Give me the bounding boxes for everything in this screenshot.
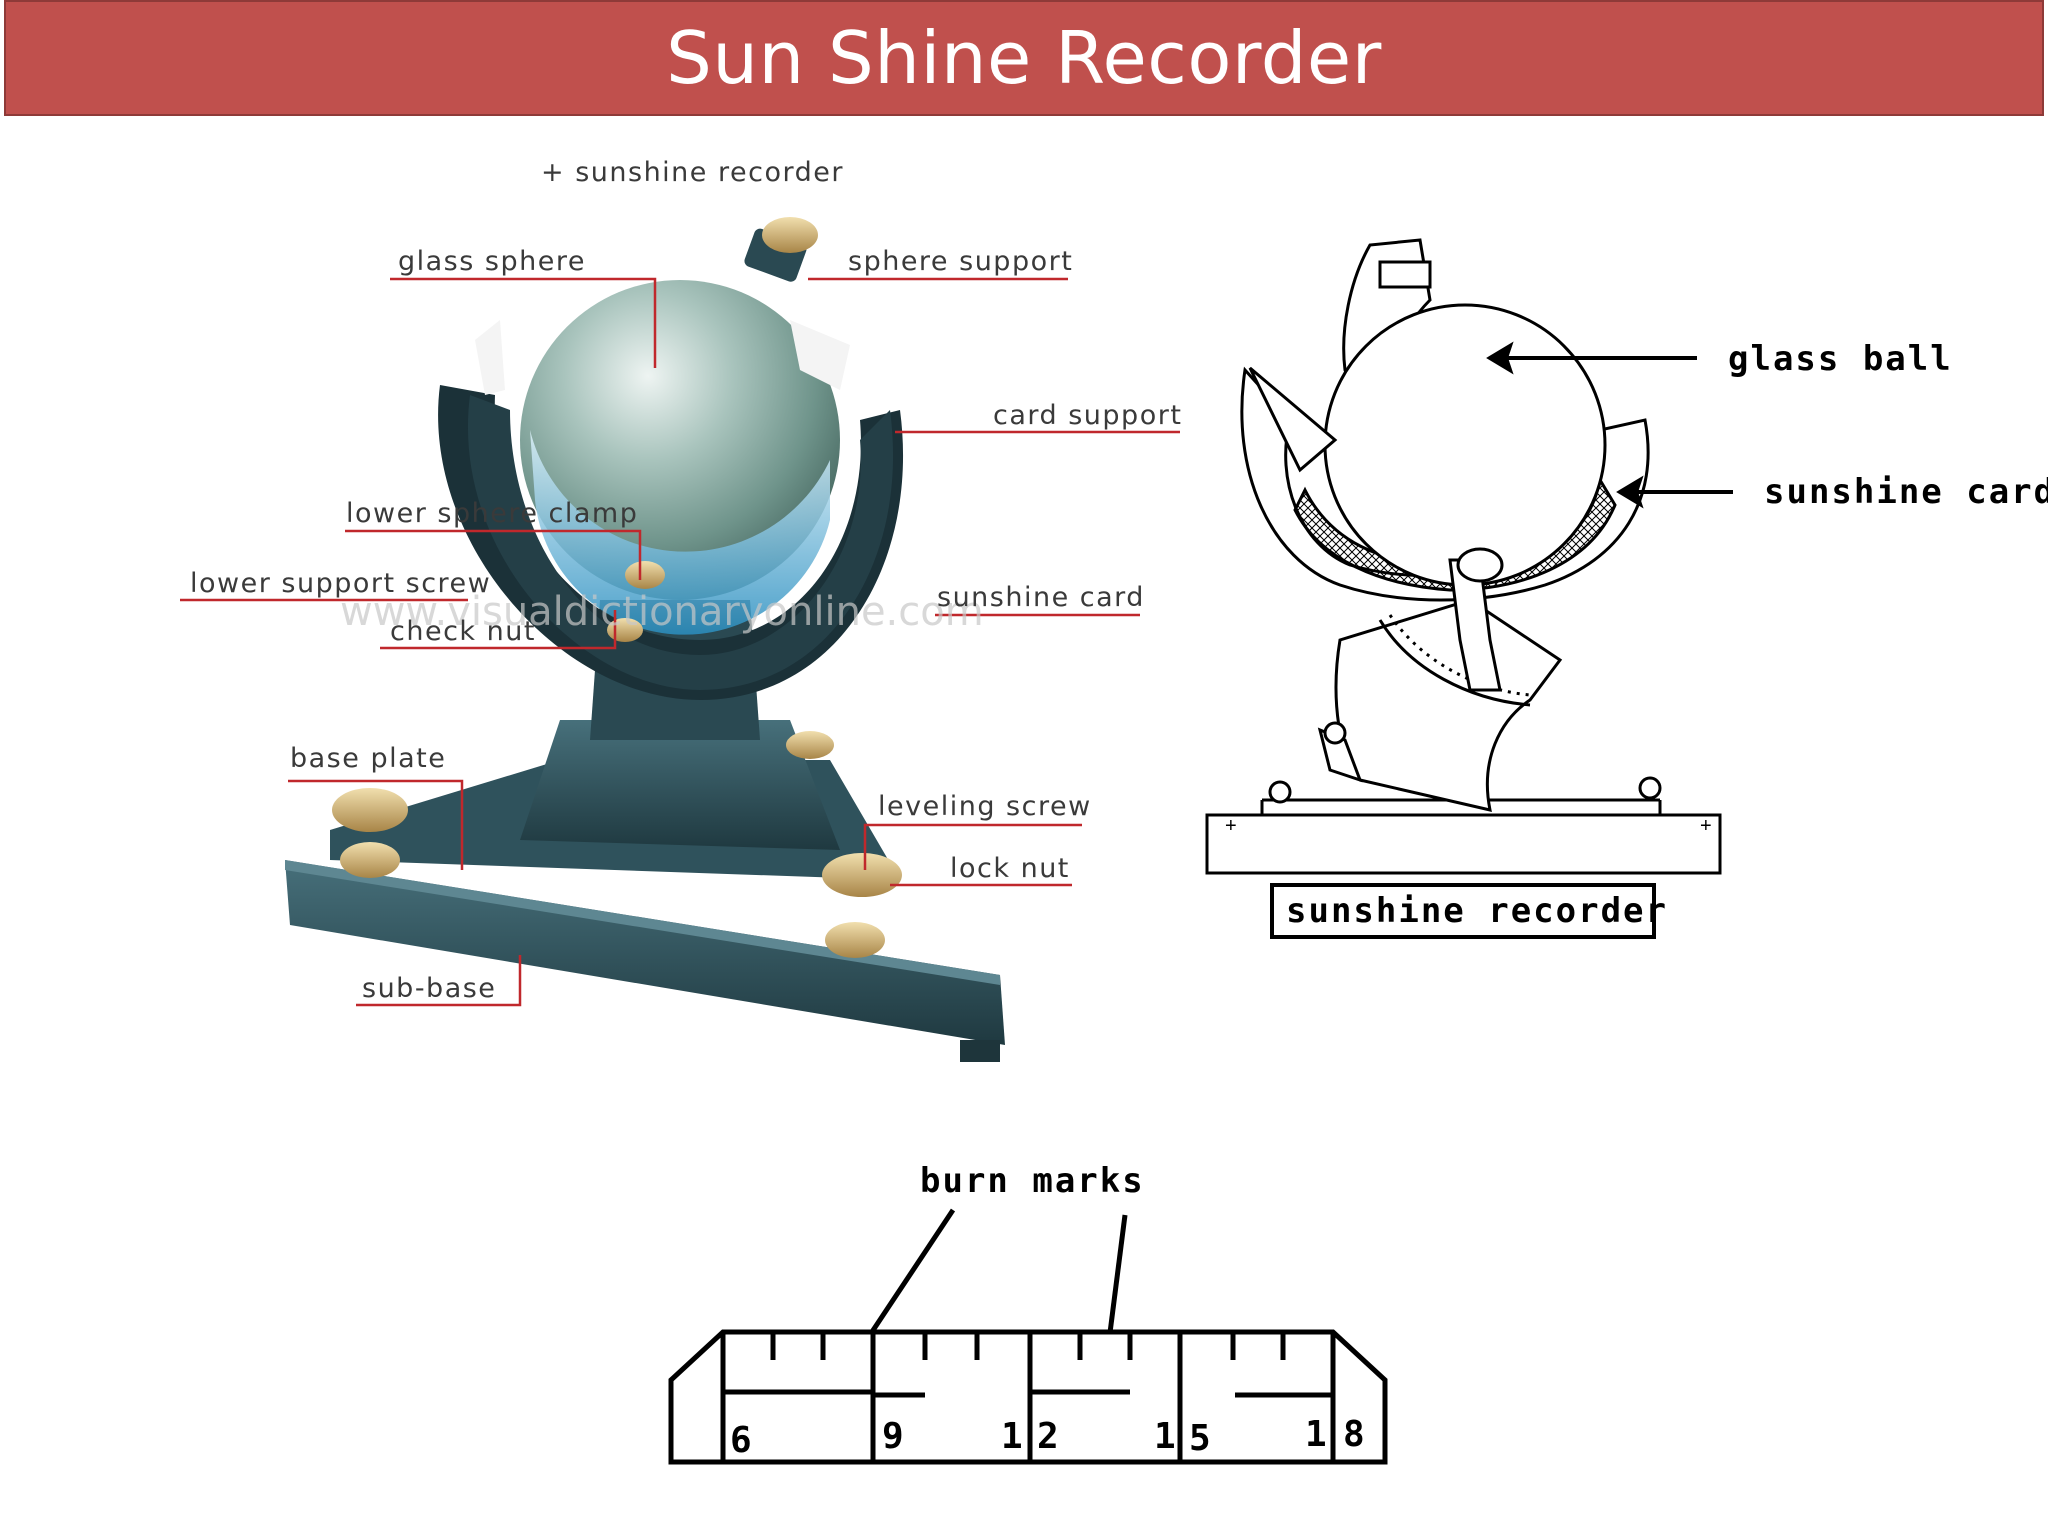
label-lower-sphere-clamp: lower sphere clamp bbox=[346, 498, 638, 529]
hour-number: 1 bbox=[1305, 1414, 1327, 1455]
label-burn-marks: burn marks bbox=[920, 1161, 1145, 1201]
slide-title: Sun Shine Recorder bbox=[666, 16, 1382, 100]
label-lower-support-screw: lower support screw bbox=[190, 568, 491, 599]
hour-number: 8 bbox=[1343, 1414, 1365, 1455]
label-card-support: card support bbox=[993, 400, 1182, 431]
svg-text:+: + bbox=[1700, 815, 1712, 837]
label-sub-base: sub-base bbox=[362, 973, 496, 1004]
label-glass-sphere: glass sphere bbox=[398, 246, 586, 277]
line-drawing-arrows bbox=[1486, 341, 1733, 509]
glass-sphere-render bbox=[520, 280, 840, 600]
label-sunshine-recorder-caption: sunshine recorder bbox=[1286, 891, 1668, 931]
watermark: www.visualdictionaryonline.com bbox=[340, 589, 984, 635]
line-drawing-recorder: + + bbox=[1205, 238, 1722, 875]
sunshine-card-strip bbox=[668, 1329, 1388, 1465]
hour-number: 6 bbox=[730, 1420, 752, 1461]
leader-lines-3d bbox=[180, 277, 1180, 1007]
hour-number: 2 bbox=[1037, 1416, 1059, 1457]
hour-number: 9 bbox=[882, 1416, 904, 1457]
rendered-recorder-illustration bbox=[285, 217, 1005, 1062]
card-hour-numbers: 6 9 1 2 1 5 1 8 bbox=[730, 1414, 1365, 1461]
label-check-nut: check nut bbox=[390, 616, 536, 647]
label-sphere-support: sphere support bbox=[848, 246, 1073, 277]
title-bar: Sun Shine Recorder bbox=[4, 0, 2044, 116]
svg-text:+: + bbox=[1225, 815, 1237, 837]
label-sunshine-card-line: sunshine card bbox=[1764, 472, 2048, 512]
label-sunshine-card-3d: sunshine card bbox=[937, 582, 1145, 613]
label-base-plate: base plate bbox=[290, 743, 446, 774]
caption-box bbox=[1270, 883, 1656, 939]
hour-number: 1 bbox=[1154, 1416, 1176, 1457]
label-sunshine-recorder-header: + sunshine recorder bbox=[541, 157, 844, 188]
hour-number: 5 bbox=[1189, 1418, 1211, 1459]
hour-number: 1 bbox=[1001, 1416, 1023, 1457]
label-leveling-screw: leveling screw bbox=[878, 791, 1092, 822]
label-lock-nut: lock nut bbox=[950, 853, 1070, 884]
label-glass-ball: glass ball bbox=[1728, 339, 1953, 379]
